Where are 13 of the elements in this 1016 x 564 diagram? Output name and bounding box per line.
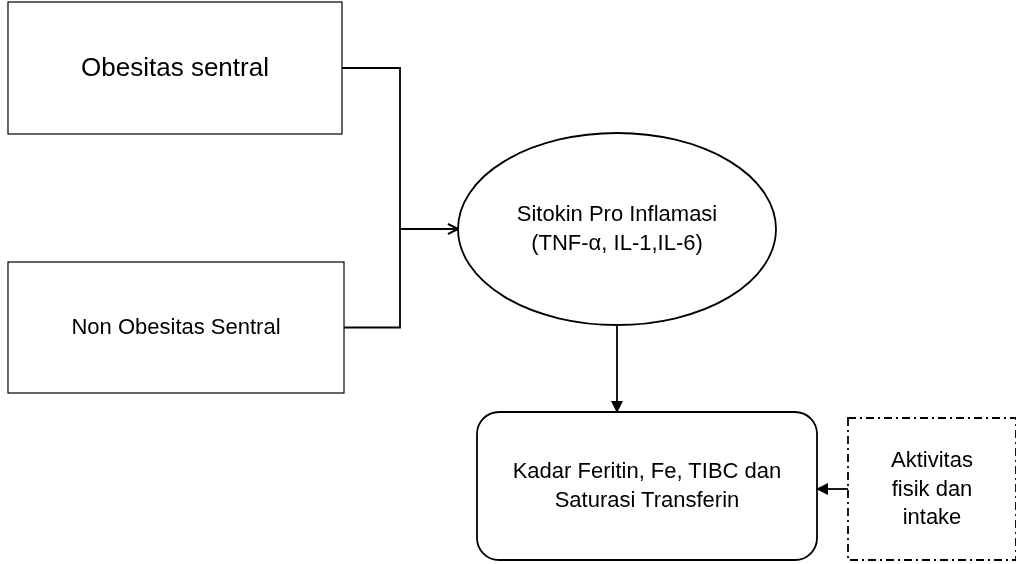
process-box bbox=[7, 261, 345, 394]
dashed-box bbox=[847, 417, 1016, 561]
arrow bbox=[611, 324, 623, 413]
node-label: Sitokin Pro Inflamasi (TNF-α, IL-1,IL-6) bbox=[515, 200, 719, 257]
node-label: Non Obesitas Sentral bbox=[71, 313, 281, 342]
node-label: Aktivitas fisik dan intake bbox=[890, 446, 974, 532]
process-box bbox=[7, 1, 343, 135]
arrow bbox=[816, 483, 849, 495]
rounded-box bbox=[476, 411, 818, 561]
node-label: Kadar Feritin, Fe, TIBC dan Saturasi Transferin bbox=[511, 457, 783, 514]
arrow bbox=[343, 223, 459, 329]
process-ellipse bbox=[457, 132, 777, 326]
node-label: Obesitas sentral bbox=[81, 51, 269, 85]
